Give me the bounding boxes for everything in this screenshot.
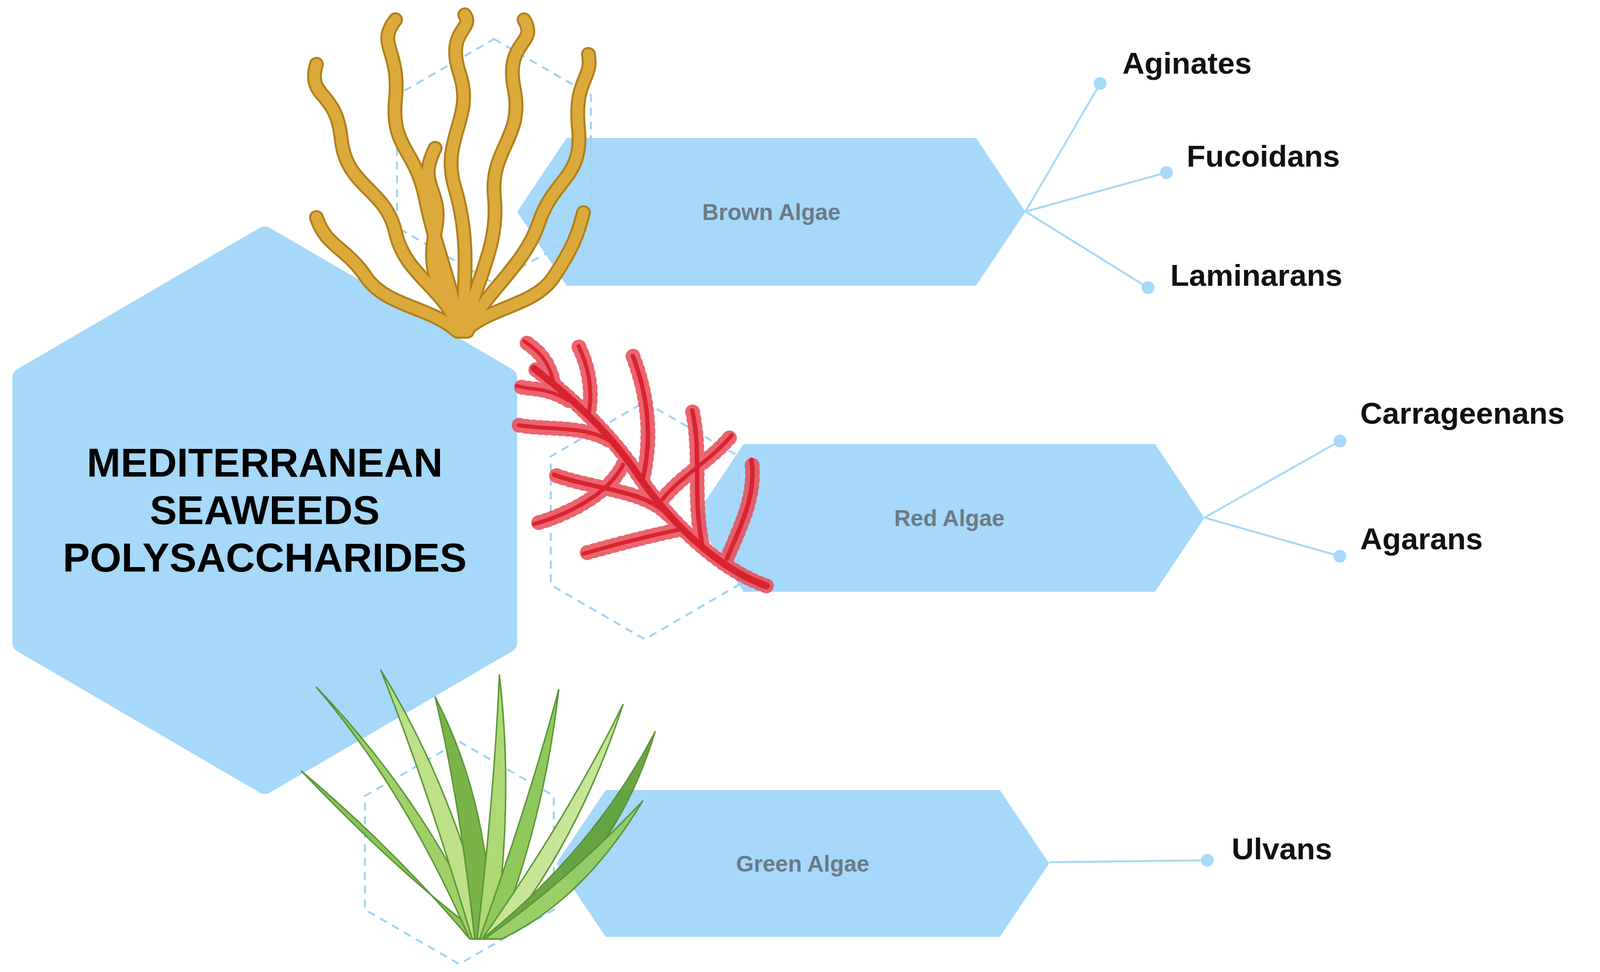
band-fill	[556, 790, 1050, 937]
red-stem	[583, 529, 683, 554]
red-stem	[632, 355, 648, 480]
category-band: Red Algae	[694, 444, 1205, 592]
polysaccharide-label: Ulvans	[1231, 830, 1333, 868]
band-label: Brown Algae	[702, 198, 841, 226]
polysaccharide-label: Carrageenans	[1360, 395, 1565, 432]
red-frond	[533, 464, 623, 525]
leader-line	[1025, 172, 1167, 212]
band-label: Green Algae	[736, 849, 870, 878]
leader-dot	[1333, 549, 1347, 563]
leader-line	[1049, 860, 1208, 863]
red-stem	[524, 341, 554, 384]
leader-line	[1204, 441, 1340, 518]
red-frond	[632, 355, 648, 480]
red-frond	[583, 529, 683, 554]
leader-dot	[1159, 166, 1173, 179]
polysaccharide-label: Agarans	[1360, 520, 1483, 558]
leader-dot	[1141, 281, 1155, 295]
red-stem	[578, 346, 591, 416]
polysaccharide-label: Aginates	[1122, 44, 1252, 82]
red-stem	[533, 464, 623, 525]
polysaccharide-label: Laminarans	[1170, 257, 1343, 294]
red-algae-fronds	[516, 341, 767, 586]
band-fill	[694, 444, 1205, 592]
red-stem	[519, 425, 609, 441]
red-stem	[516, 385, 569, 401]
red-stem	[692, 410, 703, 544]
category-band: Green Algae	[556, 790, 1050, 937]
kelp-strand	[450, 14, 467, 332]
band-label: Red Algae	[893, 504, 1005, 533]
leader-line	[1204, 517, 1340, 557]
band-fill	[517, 137, 1026, 286]
hexagon-fill	[22, 236, 508, 785]
red-frond	[519, 425, 609, 441]
central-title: MEDITERRANEAN SEAWEEDS POLYSACCHARIDES	[30, 439, 500, 582]
leader-dot	[1200, 853, 1214, 867]
leader-line	[1025, 211, 1149, 288]
leader-dot	[1333, 434, 1347, 448]
polysaccharide-label: Fucoidans	[1186, 137, 1340, 175]
leader-line	[1025, 83, 1101, 212]
kelp-strand	[428, 148, 463, 332]
red-algae-stems	[516, 341, 767, 586]
leader-dot	[1093, 77, 1107, 90]
category-band: Brown Algae	[517, 137, 1026, 286]
